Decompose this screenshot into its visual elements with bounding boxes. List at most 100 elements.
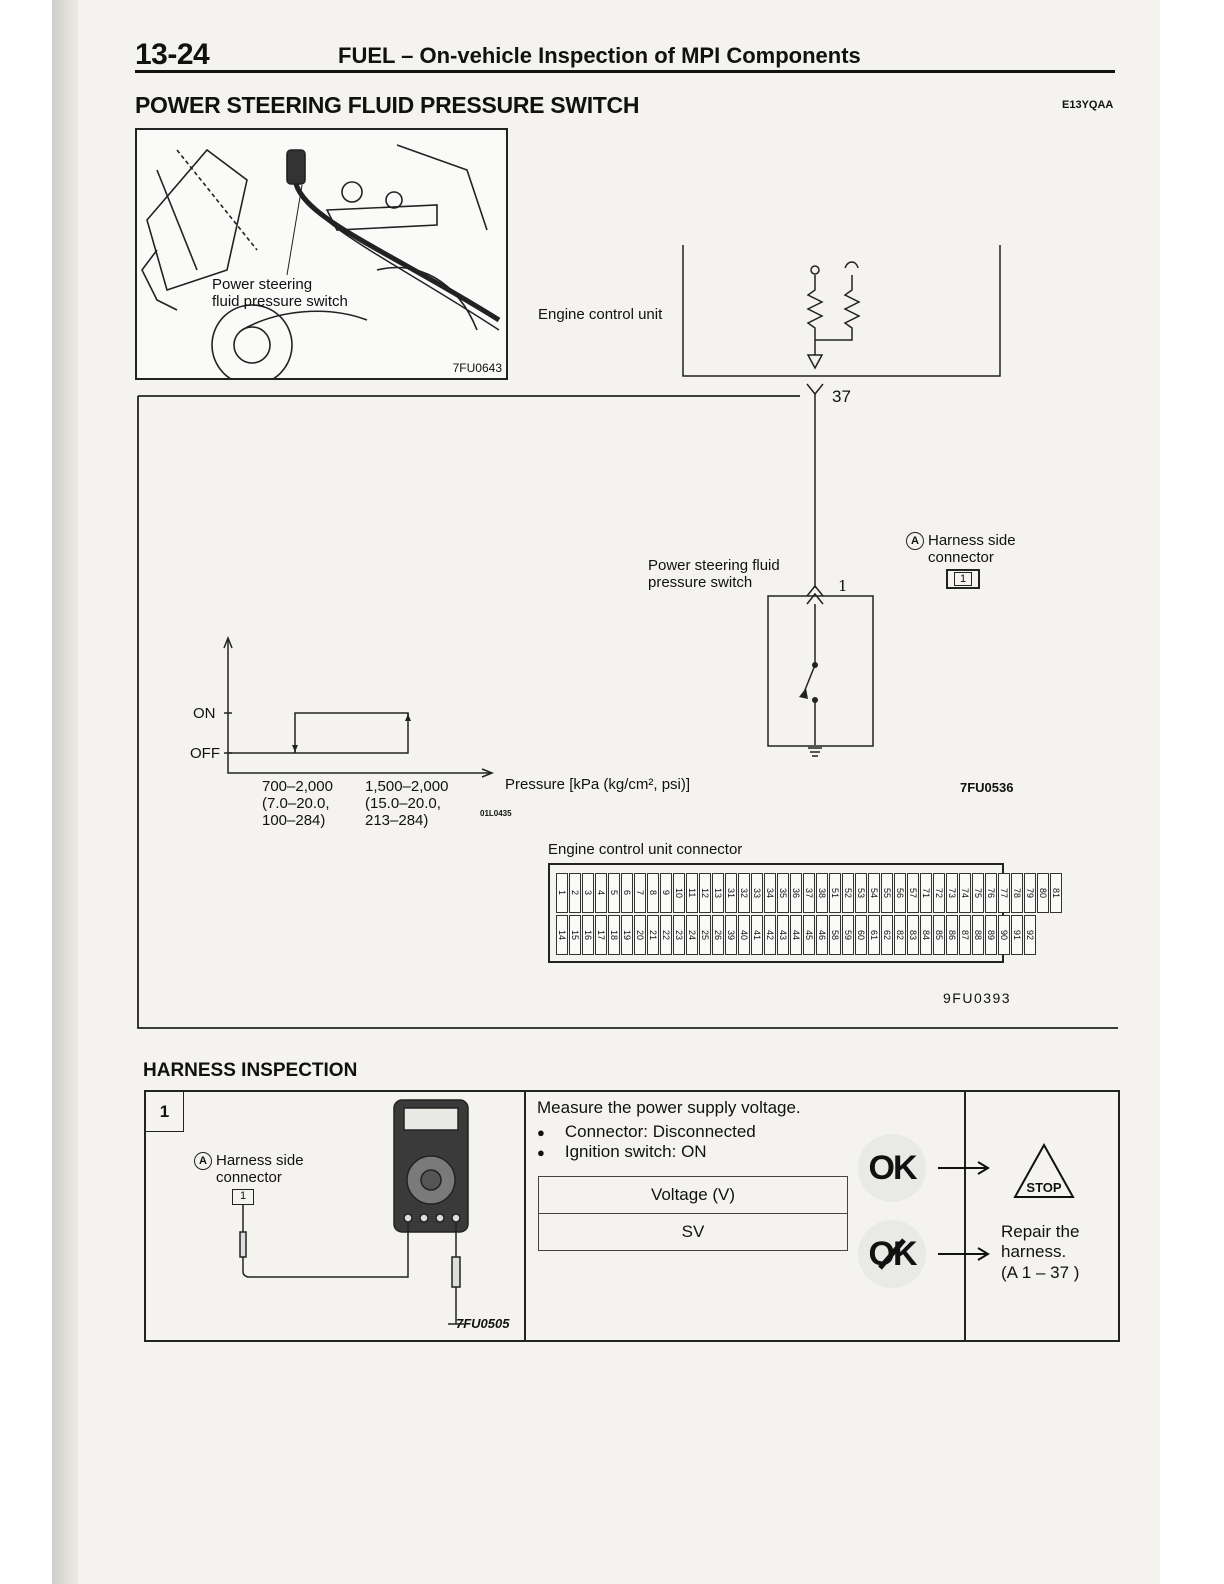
switch-label-line2: pressure switch [648,574,753,591]
ecu-top-pin: 81 [1050,873,1062,913]
voltage-table-value: SV [538,1213,848,1251]
ecu-top-pin: 38 [816,873,828,913]
ecu-bottom-pin: 40 [738,915,750,955]
ecu-top-pin: 32 [738,873,750,913]
ng-icon: OK [858,1220,926,1288]
condition-ignition: Ignition switch: ON [537,1142,707,1162]
ecu-top-pin: 37 [803,873,815,913]
illustration-caption-line1: Power steering [212,276,313,293]
graph-point1-line3: 100–284) [262,812,326,829]
ecu-bottom-pin: 18 [608,915,620,955]
ecu-bottom-pin: 21 [647,915,659,955]
ecu-top-pin: 72 [933,873,945,913]
ecu-bottom-pin: 41 [751,915,763,955]
ecu-top-pin: 1 [556,873,568,913]
graph-point2-line2: (15.0–20.0, [365,795,441,812]
graph-off-label: OFF [190,745,220,762]
multimeter-icon [239,1099,469,1325]
graph-code: 01L0435 [480,809,512,818]
ecu-bottom-pin: 44 [790,915,802,955]
ecu-bottom-pin: 58 [829,915,841,955]
ecu-bottom-pin: 20 [634,915,646,955]
page-number: 13-24 [135,38,210,71]
ecu-top-pin: 55 [881,873,893,913]
ecu-bottom-pin: 82 [894,915,906,955]
ecu-bottom-pin: 86 [946,915,958,955]
ecu-top-pin: 5 [608,873,620,913]
cross-mark-icon [878,1238,906,1270]
ecu-bottom-pin: 45 [803,915,815,955]
ecu-bottom-pin: 88 [972,915,984,955]
ecu-bottom-pin: 85 [933,915,945,955]
ecu-top-pin: 73 [946,873,958,913]
graph-x-axis-label: Pressure [kPa (kg/cm², psi)] [505,776,691,793]
ecu-bottom-pin: 39 [725,915,737,955]
ecu-top-pin: 77 [998,873,1010,913]
ecu-bottom-pin: 43 [777,915,789,955]
repair-line1: Repair the [1001,1222,1080,1241]
ecu-bottom-pin: 46 [816,915,828,955]
harness-step-marker: A [194,1152,212,1170]
ecu-bottom-pin: 87 [959,915,971,955]
ecu-bottom-pin: 92 [1024,915,1036,955]
ecu-top-pin: 52 [842,873,854,913]
ecu-top-pin: 4 [595,873,607,913]
ecu-top-pin: 56 [894,873,906,913]
ecu-connector-title: Engine control unit connector [548,841,743,858]
ecu-terminal-number: 37 [832,387,851,406]
ok-arrow-icon [938,1161,990,1175]
condition-connector: Connector: Disconnected [537,1122,756,1142]
ecu-top-pin: 57 [907,873,919,913]
page-header: FUEL – On-vehicle Inspection of MPI Comp… [338,43,861,68]
ecu-bottom-pin: 61 [868,915,880,955]
illustration-caption-line2: fluid pressure switch [212,293,348,310]
ecu-top-pin: 3 [582,873,594,913]
ecu-top-pin: 8 [647,873,659,913]
header-rule [135,70,1115,73]
ecu-bottom-pin: 25 [699,915,711,955]
ecu-bottom-pin: 24 [686,915,698,955]
circuit-code: 7FU0536 [960,780,1014,795]
switch-terminal-number: 1 [838,577,848,595]
switch-label-line1: Power steering fluid [648,557,780,574]
ecu-top-pin: 11 [686,873,698,913]
harness-pin: 1 [954,572,972,586]
ecu-bottom-pin: 42 [764,915,776,955]
graph-point2-line3: 213–284) [365,812,429,829]
ecu-bottom-pin: 83 [907,915,919,955]
ecu-bottom-pin: 26 [712,915,724,955]
inspection-instruction: Measure the power supply voltage. [537,1098,801,1117]
ecu-top-pin: 51 [829,873,841,913]
ecu-top-pin: 54 [868,873,880,913]
ecu-top-pin: 10 [673,873,685,913]
ecu-connector-code: 9FU0393 [943,990,1012,1006]
ng-arrow-icon [938,1247,990,1261]
harness-connector-label-line1: Harness side [216,1152,304,1169]
graph-point1-line2: (7.0–20.0, [262,795,330,812]
ecu-bottom-pin: 84 [920,915,932,955]
ecu-bottom-pin: 62 [881,915,893,955]
ecu-top-pin: 9 [660,873,672,913]
graph-point2-line1: 1,500–2,000 [365,778,449,795]
switch-illustration: Power steering fluid pressure switch 7FU… [135,128,508,386]
multimeter-image-code: 7FU0505 [456,1316,510,1331]
ecu-top-pin: 7 [634,873,646,913]
engine-illustration-icon [141,144,501,386]
ecu-top-pin: 75 [972,873,984,913]
section-code: E13YQAA [1062,99,1114,111]
step-number: 1 [146,1092,184,1132]
ecu-bottom-pin: 60 [855,915,867,955]
ecu-top-pin: 34 [764,873,776,913]
stop-triangle-icon [1013,1142,1075,1198]
circuit-diagram [137,245,1118,1029]
ecu-top-pin: 53 [855,873,867,913]
ecu-bottom-pin: 23 [673,915,685,955]
graph-on-label: ON [193,705,216,722]
harness-label-line1: Harness side [928,532,1016,549]
harness-section-title: HARNESS INSPECTION [143,1060,358,1081]
repair-reference: (A 1 – 37 ) [1001,1263,1080,1282]
ecu-bottom-pin: 19 [621,915,633,955]
harness-connector-label-line2: connector [216,1169,282,1186]
